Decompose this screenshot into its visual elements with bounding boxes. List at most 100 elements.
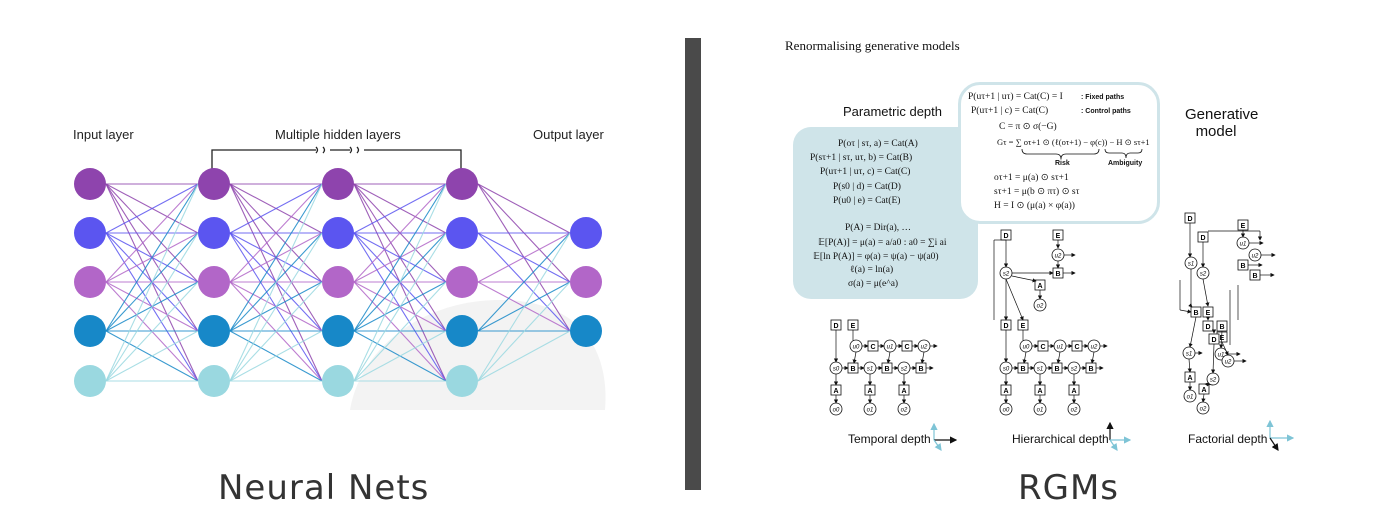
graph-edge xyxy=(1188,316,1197,348)
rgm-title: Renormalising generative models xyxy=(785,38,960,53)
variable-node-2: u0 xyxy=(849,339,863,353)
neuron-l1-1 xyxy=(198,217,230,249)
param-eq-9: ℓ(a) = ln(a) xyxy=(850,265,894,275)
parametric-panel xyxy=(793,127,978,299)
variable-node-14: o0 xyxy=(829,402,843,416)
edge-l1-4-3 xyxy=(229,330,323,382)
svg-text:B: B xyxy=(1240,263,1245,270)
svg-text:A: A xyxy=(1037,283,1042,290)
svg-text:o2: o2 xyxy=(1037,304,1044,310)
variable-node-4: u2 xyxy=(917,339,931,353)
neuron-l3-4 xyxy=(446,365,478,397)
factor-box-0: D xyxy=(830,319,842,331)
factor-box-52: B xyxy=(1237,259,1249,271)
param-eq-5: P(u0 | e) = Cat(E) xyxy=(833,196,901,206)
edge-l3-4-1 xyxy=(477,232,571,382)
factor-box-12: B xyxy=(915,362,927,374)
graph-edge xyxy=(852,351,857,364)
factor-box-58: E xyxy=(1216,331,1228,343)
edge-l0-4-1 xyxy=(105,232,199,382)
graph-edge xyxy=(920,351,925,364)
variable-node-21: u0 xyxy=(1019,339,1033,353)
risk-label: Risk xyxy=(1055,160,1070,167)
edge-l2-1-0 xyxy=(353,183,447,234)
factor-box-20: E xyxy=(1017,319,1029,331)
graph-edge xyxy=(1188,303,1193,308)
svg-text:A: A xyxy=(833,388,838,395)
temporal-axis-glyph xyxy=(930,422,958,451)
neuron-l1-3 xyxy=(198,315,230,347)
factor-box-59: D xyxy=(1208,333,1220,345)
variable-node-27: s1 xyxy=(1033,361,1047,375)
generative-model-label: Generative model xyxy=(1185,106,1258,140)
edge-l0-4-2 xyxy=(105,281,199,382)
factor-box-46: E xyxy=(1237,219,1249,231)
factor-box-53: B xyxy=(1249,269,1261,281)
edge-l1-1-0 xyxy=(229,183,323,234)
neuron-l0-2 xyxy=(74,266,106,298)
neuron-l3-0 xyxy=(446,168,478,200)
edge-l3-0-1 xyxy=(477,183,571,234)
param-eq-3: P(uτ+1 | uτ, c) = Cat(C) xyxy=(820,167,911,177)
svg-text:s1: s1 xyxy=(867,367,873,373)
factor-box-42: B xyxy=(1052,267,1064,279)
svg-text:D: D xyxy=(1205,324,1210,331)
graph-edge xyxy=(1056,351,1061,364)
output-layer-label: Output layer xyxy=(533,127,604,142)
variable-node-28: s2 xyxy=(1067,361,1081,375)
param-eq-1: P(oτ | sτ, a) = Cat(A) xyxy=(838,139,918,149)
variable-node-48: u1 xyxy=(1236,236,1250,250)
svg-text:D: D xyxy=(1211,337,1216,344)
background-blob xyxy=(350,300,606,410)
svg-text:A: A xyxy=(1003,388,1008,395)
svg-text:s2: s2 xyxy=(1210,378,1217,384)
graph-edge xyxy=(1011,275,1037,283)
graph-edge xyxy=(1090,351,1095,364)
variable-node-67: o2 xyxy=(1196,401,1210,415)
factor-box-6: C xyxy=(901,340,913,352)
variable-node-66: o1 xyxy=(1183,389,1197,403)
factor-box-17: A xyxy=(898,384,910,396)
factor-box-45: D xyxy=(1184,212,1196,224)
variable-node-3: u1 xyxy=(883,339,897,353)
factor-box-5: C xyxy=(867,340,879,352)
neuron-l0-1 xyxy=(74,217,106,249)
param-eq-2: P(sτ+1 | sτ, uτ, b) = Cat(B) xyxy=(810,153,913,163)
neuron-nodes xyxy=(74,168,602,397)
edge-l1-4-1 xyxy=(229,232,323,382)
factor-box-55: E xyxy=(1202,306,1214,318)
edge-l2-4-1 xyxy=(353,232,447,382)
factor-box-36: A xyxy=(1068,384,1080,396)
factor-box-64: A xyxy=(1184,371,1196,383)
graph-edge xyxy=(1201,393,1206,403)
neuron-l2-2 xyxy=(322,266,354,298)
svg-text:D: D xyxy=(833,323,838,330)
edge-l2-4-2 xyxy=(353,281,447,382)
svg-text:D: D xyxy=(1003,233,1008,240)
svg-text:B: B xyxy=(1055,271,1060,278)
graph-edge xyxy=(1219,330,1224,349)
neural-network-diagram xyxy=(74,146,606,410)
fixed-paths-label: : Fixed paths xyxy=(1081,94,1125,101)
factor-box-39: E xyxy=(1052,229,1064,241)
ambiguity-label: Ambiguity xyxy=(1108,160,1143,167)
edge-l2-4-3 xyxy=(353,330,447,382)
hidden-layers-label: Multiple hidden layers xyxy=(275,127,401,142)
edge-l2-4-0 xyxy=(353,183,447,382)
rgms-caption: RGMs xyxy=(1018,468,1120,508)
variable-node-33: o0 xyxy=(999,402,1013,416)
generative-label-line2: model xyxy=(1195,123,1237,140)
factor-box-65: A xyxy=(1198,383,1210,395)
factor-box-56: B xyxy=(1216,320,1228,332)
factor-box-1: E xyxy=(847,319,859,331)
neuron-l3-3 xyxy=(446,315,478,347)
parametric-depth-label: Parametric depth xyxy=(843,104,942,119)
svg-text:s2: s2 xyxy=(901,367,908,373)
variable-node-9: s2 xyxy=(897,361,911,375)
edge-l1-4-2 xyxy=(229,281,323,382)
variable-node-62: u2 xyxy=(1221,354,1235,368)
variable-node-44: o2 xyxy=(1033,298,1047,312)
paths-panel xyxy=(958,82,1160,224)
svg-text:u1: u1 xyxy=(1240,242,1247,248)
variable-node-41: s2 xyxy=(999,266,1013,280)
